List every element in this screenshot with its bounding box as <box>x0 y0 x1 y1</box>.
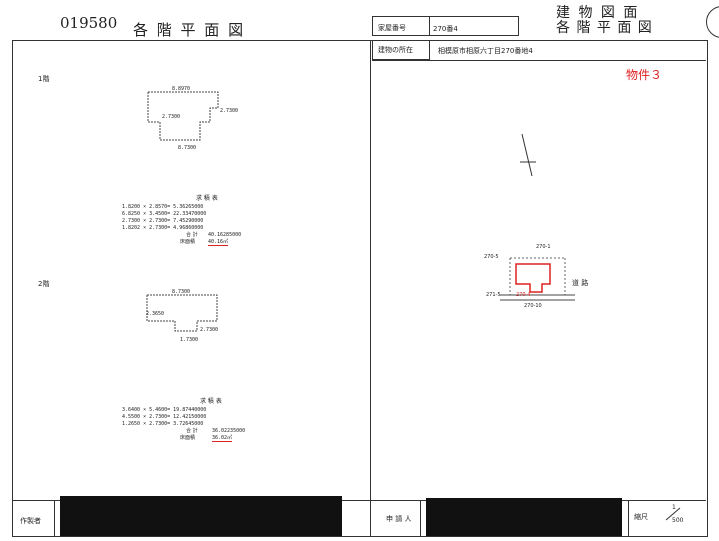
floor1-row-1: 1.8200 × 2.8570= 5.36265000 <box>122 204 204 210</box>
scale-denominator: 500 <box>672 517 684 524</box>
scale-separator <box>628 500 629 536</box>
floor2-dim-left: 2.3650 <box>146 311 165 317</box>
floor2-row-1: 3.6400 × 5.4600= 19.87440000 <box>122 407 207 413</box>
floor1-area-label: 床面積 <box>180 239 196 245</box>
applicant-redacted <box>426 498 622 536</box>
floor2-plan <box>146 294 218 332</box>
floor2-dim-top: 8.7300 <box>172 289 191 295</box>
scale-label: 縮尺 <box>634 513 648 521</box>
floor2-total-value: 36.02235000 <box>212 428 246 434</box>
floor1-dim-top: 8.8970 <box>172 86 191 92</box>
floor2-area-value: 36.02㎡ <box>212 435 233 442</box>
right-title-line1: 建 物 図 面 <box>556 5 640 21</box>
document-number: 019580 <box>60 14 118 32</box>
house-number-label: 家屋番号 <box>372 16 430 36</box>
location-label: 建物の所在 <box>372 40 430 60</box>
floor1-total-value: 40.16285000 <box>208 232 242 238</box>
house-number-value: 270番4 <box>429 16 519 36</box>
center-divider <box>370 40 371 536</box>
location-value: 相模原市相原六丁目270番地4 <box>438 47 533 55</box>
road-label: 道 路 <box>572 279 589 287</box>
floor1-dim-bottom: 8.7300 <box>178 145 197 151</box>
lot-subject-label: 270-4 <box>516 292 531 298</box>
floor2-label: 2階 <box>38 280 50 288</box>
floor1-total-label: 合 計 <box>186 232 198 238</box>
lot-top-label: 270-1 <box>536 244 551 250</box>
right-title-line2: 各 階 平 面 図 <box>556 20 653 36</box>
lot-bottom-label: 270-10 <box>524 303 542 309</box>
left-title: 各 階 平 面 図 <box>133 21 246 39</box>
north-arrow-icon <box>520 133 536 177</box>
floor2-row-3: 1.2650 × 2.7300= 3.72645000 <box>122 421 204 427</box>
floor1-label: 1階 <box>38 75 50 83</box>
lot-upper-left-label: 270-5 <box>484 254 499 260</box>
maker-label: 作製者 <box>20 517 41 525</box>
applicant-label: 申 請 人 <box>386 515 412 523</box>
floor1-dim-left: 2.7300 <box>162 114 181 120</box>
floor1-plan <box>147 91 219 141</box>
floor1-row-2: 6.8250 × 3.4500= 22.33470000 <box>122 211 207 217</box>
floor1-dim-right: 2.7300 <box>220 108 239 114</box>
maker-redacted <box>60 496 342 536</box>
floor2-dim-right: 2.7300 <box>200 327 219 333</box>
floor2-area-label: 床面積 <box>180 435 196 441</box>
applicant-separator <box>420 500 421 536</box>
lot-left-label: 271-5 <box>486 292 501 298</box>
floor1-area-value: 40.16㎡ <box>208 239 229 246</box>
site-map <box>500 257 575 301</box>
drawing-frame <box>12 40 708 537</box>
floor1-table-title: 求 積 表 <box>196 195 218 202</box>
corner-circle <box>706 6 719 38</box>
maker-separator <box>54 500 55 536</box>
scale-fraction-line <box>665 507 681 521</box>
floor2-row-2: 4.5500 × 2.7300= 12.42150000 <box>122 414 207 420</box>
floor1-row-4: 1.8202 × 2.7300= 4.96860000 <box>122 225 204 231</box>
footer-line <box>12 500 706 501</box>
floor2-dim-bottom: 1.7300 <box>180 337 199 343</box>
property-label: 物件３ <box>626 68 663 82</box>
floor2-total-label: 合 計 <box>186 428 198 434</box>
scale-numerator: 1 <box>672 504 676 511</box>
floor2-table-title: 求 積 表 <box>200 398 222 405</box>
floor1-row-3: 2.7300 × 2.7300= 7.45290000 <box>122 218 204 224</box>
location-underline <box>372 60 706 61</box>
